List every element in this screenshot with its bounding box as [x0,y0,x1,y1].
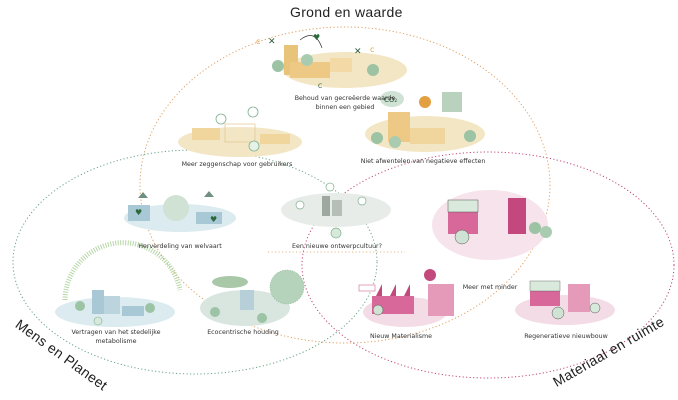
svg-text:♥: ♥ [313,33,320,42]
label-regeneratief: Regeneratieve nieuwbouw [524,333,608,340]
label-zeggenschap: Meer zeggenschap voor gebruikers [181,161,293,168]
illustration-meer-met-minder [432,190,552,260]
svg-text:♥: ♥ [135,208,142,217]
circle-materiaal-en-ruimte [301,151,675,379]
svg-text:c: c [256,37,260,46]
domain-title-grond-en-waarde: Grond en waarde [290,4,403,20]
label-afwentelen: Niet afwentelen van negatieve effecten [360,158,486,165]
illustration-behoud: c ✕ ✕ c ♥ C [256,33,407,90]
svg-text:✕: ✕ [354,47,362,57]
label-behoud-line1: Behoud van gecreëerde waarde [294,95,396,102]
label-ecocentrisch: Ecocentrische houding [207,329,279,336]
label-meer-met-minder: Meer met minder [462,284,518,291]
svg-text:✕: ✕ [268,37,276,47]
label-behoud: Behoud van gecreëerde waarde binnen een g… [295,94,396,112]
illustration-regeneratief [515,280,615,325]
c-icon: C [318,83,322,90]
illustration-herverdeling: ♥♥ [124,191,236,232]
illustration-nieuw-materialisme [358,269,454,327]
illustration-ecocentrisch [200,269,305,326]
illustration-ontwerpcultuur [268,182,405,253]
label-nieuw-materialisme: Nieuw Materialisme [369,333,433,340]
label-herverdeling: Herverdeling van welvaart [138,243,222,250]
label-vertragen: Vertragen van het stedelijke metabolisme [71,328,160,346]
svg-text:♥: ♥ [210,215,217,224]
illustration-afwentelen: CO₂ [365,91,485,152]
svg-text:c: c [370,45,374,54]
co2-icon: CO₂ [384,96,397,104]
label-vertragen-line2: metabolisme [95,338,137,345]
label-ontwerpcultuur: Een nieuwe ontwerpcultuur? [292,243,382,250]
label-behoud-line2: binnen een gebied [315,104,375,111]
label-vertragen-line1: Vertragen van het stedelijke [71,329,161,336]
illustration-vertragen [55,240,183,327]
illustration-zeggenschap [178,106,302,157]
circle-grond-en-waarde [139,26,551,344]
circle-mens-en-planeet [12,149,378,375]
